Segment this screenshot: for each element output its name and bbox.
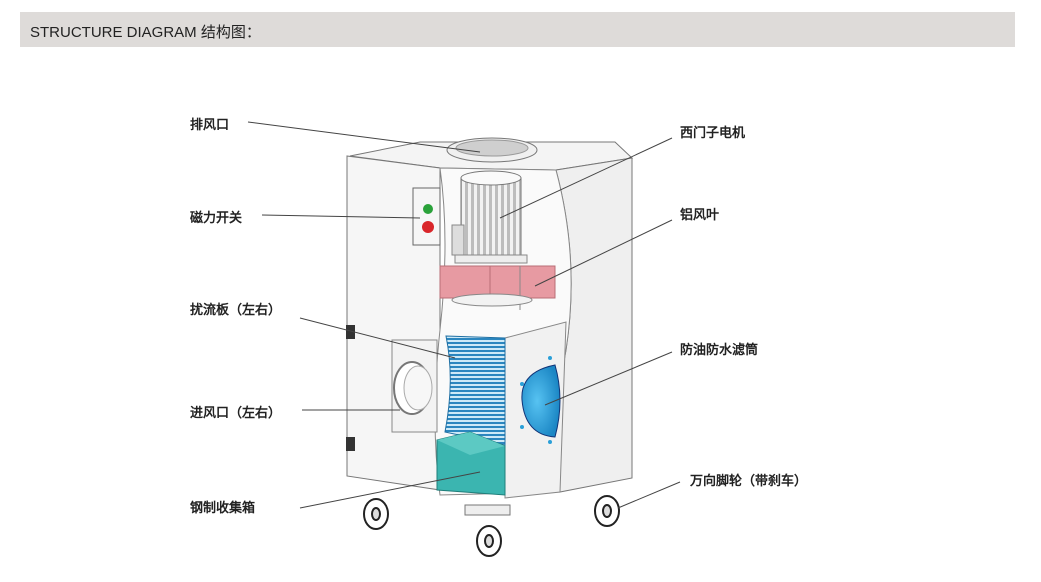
hinge (346, 437, 355, 451)
magnetic-switch (412, 187, 441, 246)
motor (460, 177, 522, 257)
section-title: STRUCTURE DIAGRAM 结构图： (30, 24, 261, 41)
label-baffle: 扰流板（左右） (190, 303, 282, 318)
baffle-louvers (444, 335, 506, 446)
label-collection-box: 钢制收集箱 (190, 501, 256, 516)
label-motor: 西门子电机 (680, 126, 746, 141)
filter-cartridge (521, 364, 561, 438)
label-casters: 万向脚轮（带刹车） (690, 474, 808, 489)
hinge (346, 325, 355, 339)
label-inlet: 进风口（左右） (190, 406, 282, 421)
label-magnetic-switch: 磁力开关 (190, 211, 243, 226)
stop-button (422, 221, 434, 233)
leader-lines (247, 121, 681, 509)
aluminum-fan (439, 265, 556, 299)
caster-wheels (363, 495, 620, 557)
start-button (423, 204, 433, 214)
section-header: STRUCTURE DIAGRAM 结构图： (20, 12, 1015, 47)
label-exhaust: 排风口 (190, 118, 230, 133)
label-filter: 防油防水滤筒 (680, 343, 759, 358)
label-fan: 铝风叶 (680, 208, 720, 223)
